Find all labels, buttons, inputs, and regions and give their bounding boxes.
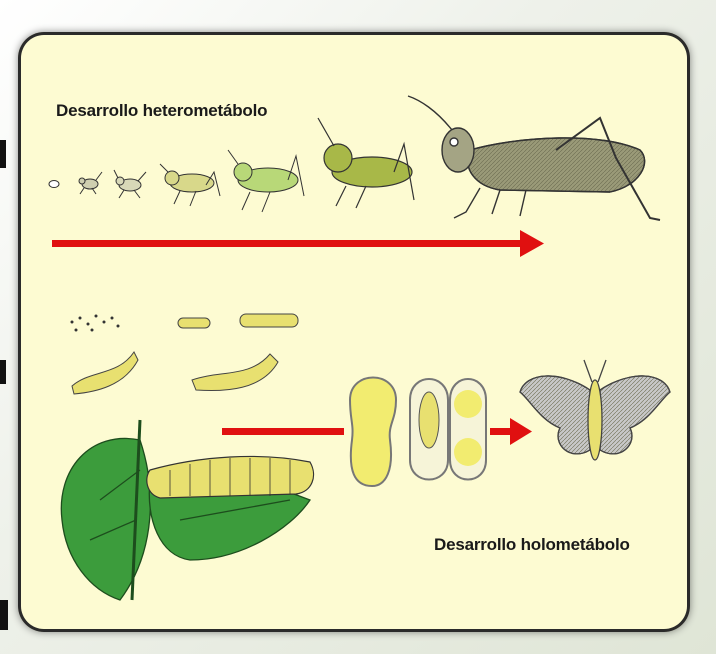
hetero-arrow (52, 230, 544, 257)
holo-arrow (490, 418, 532, 445)
mulberry-leaf-icon (61, 420, 310, 600)
silkworm-icon (240, 314, 298, 327)
silkworm-icon (178, 318, 210, 328)
pupa-icon (410, 379, 448, 480)
grasshopper-adult-icon (408, 96, 660, 220)
moth-icon (520, 360, 670, 460)
silkworm-icon (72, 352, 138, 394)
nymph-icon (228, 150, 304, 212)
cocoon-icon (450, 379, 486, 480)
nymph-icon (114, 170, 146, 198)
holo-arrow (222, 428, 344, 435)
silkworm-icon (147, 456, 314, 498)
nymph-icon (160, 164, 220, 206)
egg-icon (71, 315, 120, 332)
egg-icon (49, 181, 59, 188)
cocoon-icon (350, 378, 396, 487)
nymph-icon (79, 172, 102, 194)
silkworm-icon (192, 354, 278, 391)
nymph-icon (318, 118, 414, 208)
